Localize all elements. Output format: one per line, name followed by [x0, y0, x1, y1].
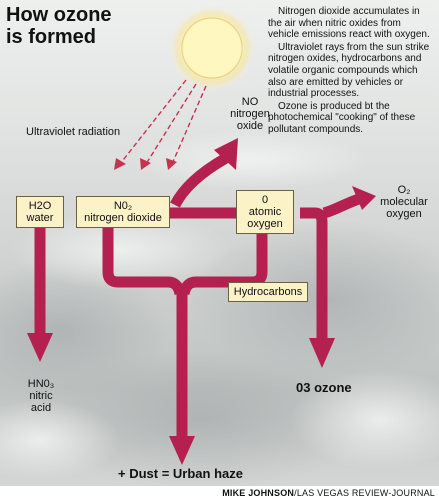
atomic-oxygen-box-line-2: atomic — [248, 206, 282, 218]
o2-label-line-1: O₂ — [397, 184, 411, 196]
sun-disc — [181, 17, 243, 79]
atomic-oxygen-box-line-3: oxygen — [247, 218, 283, 230]
h2o-box-line-2: water — [26, 212, 54, 224]
diagram-canvas: How ozone is formed Nitrogen dioxide acc… — [0, 0, 439, 486]
photo-credit: MIKE JOHNSON/LAS VEGAS REVIEW-JOURNAL — [222, 488, 435, 498]
no-label-line-2: nitrogen — [230, 108, 270, 120]
urban-haze-label: + Dust = Urban haze — [118, 466, 243, 481]
h2o-box: H2O water — [16, 196, 64, 228]
atomic-oxygen-box-line-1: 0 — [261, 194, 269, 206]
no2-box: N0₂ nitrogen dioxide — [76, 196, 170, 228]
uv-rays — [119, 79, 207, 165]
hno3-arrowhead — [27, 333, 53, 362]
hno3-label-line-3: acid — [30, 402, 52, 414]
uv-ray-heads — [114, 158, 177, 170]
hydrocarbons-box: Hydrocarbons — [228, 282, 308, 302]
no2-box-line-2: nitrogen dioxide — [84, 212, 162, 224]
h2o-box-line-1: H2O — [28, 200, 52, 212]
atomic-oxygen-box: 0 atomic oxygen — [236, 190, 294, 234]
title-line-1: How ozone — [6, 4, 112, 26]
hno3-label: HN0₃ nitric acid — [16, 378, 66, 414]
no-arrowhead — [214, 138, 238, 170]
hno3-label-line-1: HN0₃ — [27, 378, 55, 390]
credit-org: /LAS VEGAS REVIEW-JOURNAL — [294, 488, 435, 498]
arrow-heads — [27, 138, 376, 465]
o2-label-line-2: molecular — [380, 196, 428, 208]
o2-label-line-3: oxygen — [386, 208, 422, 220]
credit-name: MIKE JOHNSON — [222, 488, 295, 498]
description-paragraph-1: Nitrogen dioxide accumulates in the air … — [268, 6, 430, 41]
title-line-2: is formed — [6, 26, 97, 48]
haze-arrowhead — [169, 436, 195, 465]
uv-label: Ultraviolet radiation — [26, 126, 121, 138]
description-paragraph-2: Ultraviolet rays from the sun strike nit… — [268, 41, 430, 100]
ozone-label: 03 ozone — [296, 380, 352, 395]
hno3-label-line-2: nitric — [29, 390, 53, 402]
haze-clouds — [0, 130, 439, 486]
page-title: How ozone is formed — [6, 4, 166, 48]
description-paragraph-3: Ozone is produced bt the photochemical "… — [268, 100, 416, 135]
description-text: Nitrogen dioxide accumulates in the air … — [268, 6, 434, 137]
o2-arrow-tail — [352, 186, 376, 210]
reaction-arrows — [34, 153, 364, 438]
o2-label: O₂ molecular oxygen — [372, 184, 436, 220]
diagram-art — [0, 4, 439, 486]
no2-box-line-1: N0₂ — [113, 200, 133, 212]
no-label: NO nitrogen oxide — [222, 96, 278, 132]
ozone-arrowhead — [309, 338, 335, 368]
no-label-line-1: NO — [241, 96, 259, 108]
no-label-line-3: oxide — [236, 120, 264, 132]
